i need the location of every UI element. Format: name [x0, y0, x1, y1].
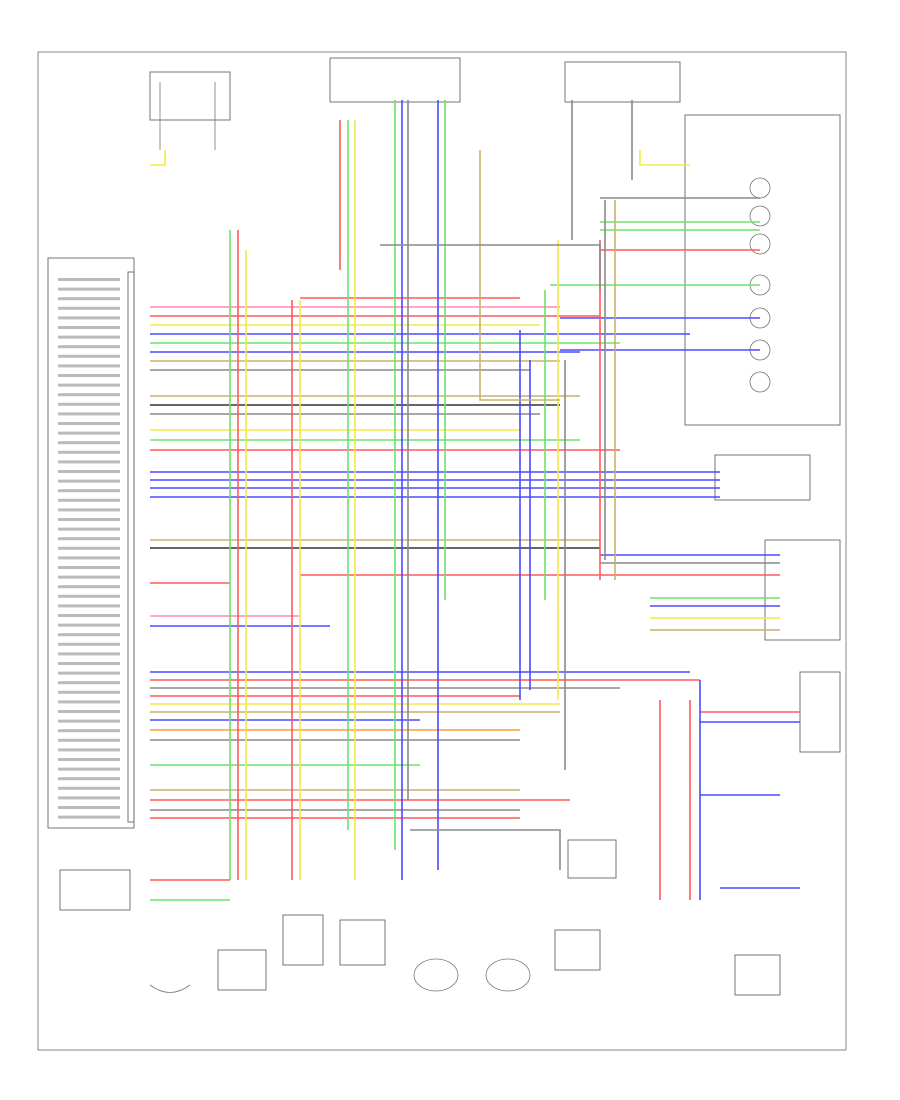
label-stub	[58, 287, 120, 291]
wire-route-6	[639, 150, 690, 166]
label-stub	[58, 575, 120, 579]
label-stub	[58, 710, 120, 713]
label-stub	[58, 364, 120, 368]
label-stub	[58, 422, 120, 425]
label-stub	[58, 297, 120, 301]
label-stub	[58, 431, 120, 435]
label-stub	[58, 700, 120, 704]
label-stub	[58, 614, 120, 617]
label-stub	[58, 652, 120, 656]
horizontal-wires	[150, 197, 800, 889]
label-stub	[58, 738, 120, 742]
label-stub	[58, 489, 120, 493]
label-stub	[58, 354, 120, 358]
shift-solenoid-assembly	[684, 114, 841, 426]
label-stub	[58, 786, 120, 790]
label-stub	[58, 767, 120, 771]
label-stub	[58, 796, 120, 800]
label-stub	[58, 402, 120, 406]
label-stub	[58, 642, 120, 646]
wire-route-4	[410, 829, 561, 870]
label-stub	[58, 527, 120, 531]
label-stub	[58, 450, 120, 454]
wire-route-1	[380, 244, 601, 290]
fuse-block-top-left	[149, 71, 231, 150]
label-stub	[58, 777, 120, 781]
label-stub	[58, 537, 120, 541]
label-stub	[58, 441, 120, 445]
label-stub	[58, 585, 120, 589]
bottom-components	[59, 839, 781, 996]
overdrive-switch	[799, 671, 841, 753]
label-stubs	[58, 278, 120, 819]
vertical-wires	[150, 100, 701, 901]
label-stub	[58, 518, 120, 521]
label-stub	[58, 393, 120, 397]
label-stub	[58, 306, 120, 310]
label-stub	[58, 719, 120, 723]
fuse-block-top-right	[564, 61, 681, 103]
label-stub	[58, 758, 120, 761]
label-stub	[58, 633, 120, 637]
label-stub	[58, 748, 120, 752]
label-stub	[58, 345, 120, 349]
label-stub	[58, 681, 120, 685]
range-switch	[764, 539, 841, 641]
label-stub	[58, 470, 120, 473]
pcm-connector	[47, 257, 135, 829]
label-stub	[58, 806, 120, 809]
label-stub	[58, 383, 120, 387]
vss-connector	[714, 454, 811, 501]
diagram-frame	[37, 51, 847, 1051]
label-stub	[58, 815, 120, 819]
label-stub	[58, 729, 120, 733]
label-stub	[58, 546, 120, 550]
label-stub	[58, 498, 120, 502]
label-stub	[58, 662, 120, 665]
label-stub	[58, 566, 120, 569]
label-stub	[58, 278, 120, 281]
wire-route-5	[150, 150, 166, 166]
wire-route-0	[479, 150, 560, 401]
label-stub	[58, 326, 120, 329]
label-stub	[58, 623, 120, 627]
label-stub	[58, 335, 120, 339]
label-stub	[58, 460, 120, 464]
label-stub	[58, 671, 120, 675]
label-stub	[58, 690, 120, 694]
label-stub	[58, 556, 120, 560]
label-stub	[58, 479, 120, 483]
fuse-block-top-center	[329, 57, 461, 103]
label-stub	[58, 412, 120, 416]
label-stub	[58, 316, 120, 320]
label-stub	[58, 508, 120, 512]
label-stub	[58, 594, 120, 598]
label-stub	[58, 374, 120, 377]
label-stub	[58, 604, 120, 608]
